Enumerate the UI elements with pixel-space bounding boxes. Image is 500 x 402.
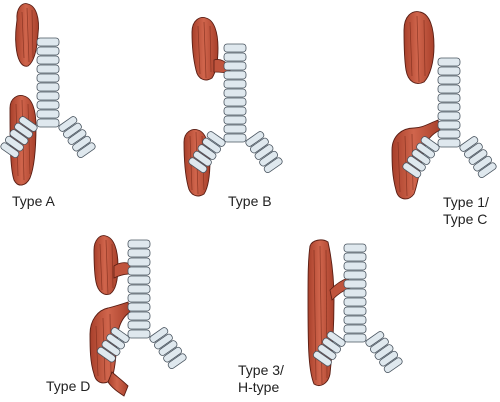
label-type-d: Type D bbox=[46, 378, 91, 394]
type-d-figure bbox=[89, 235, 187, 397]
type-c-figure bbox=[391, 11, 497, 200]
label-type-c: Type 1/ Type C bbox=[443, 194, 489, 228]
type-d-trachea bbox=[96, 239, 187, 370]
label-type-a: Type A bbox=[12, 193, 55, 209]
label-type-b: Type B bbox=[228, 193, 272, 209]
label-type-h-line2: H-type bbox=[238, 379, 280, 395]
type-c-trachea bbox=[402, 57, 497, 179]
type-b-trachea bbox=[188, 43, 283, 174]
type-a-figure bbox=[0, 3, 96, 186]
label-type-c-line2: Type C bbox=[443, 211, 488, 227]
type-h-trachea bbox=[312, 243, 403, 374]
label-type-c-line1: Type 1/ bbox=[443, 194, 489, 210]
type-a-trachea bbox=[0, 37, 96, 159]
label-type-h-line1: Type 3/ bbox=[238, 362, 284, 378]
type-h-figure bbox=[307, 239, 403, 386]
type-b-figure bbox=[183, 17, 283, 197]
type-d-distal-esophagus bbox=[107, 371, 129, 397]
label-type-h: Type 3/ H-type bbox=[238, 362, 284, 396]
